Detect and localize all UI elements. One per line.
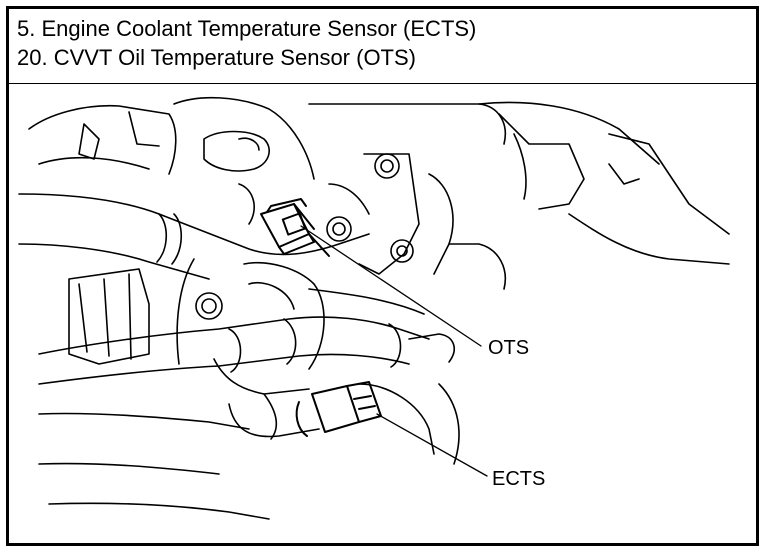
upper-housing xyxy=(28,96,315,180)
mount-bracket xyxy=(326,153,506,290)
right-housing xyxy=(308,101,730,265)
diagram-frame: 5. Engine Coolant Temperature Sensor (EC… xyxy=(6,6,759,546)
legend-header: 5. Engine Coolant Temperature Sensor (EC… xyxy=(9,9,756,84)
legend-line-ects: 5. Engine Coolant Temperature Sensor (EC… xyxy=(17,16,477,41)
callout-leaders xyxy=(300,225,488,477)
left-block xyxy=(68,258,325,370)
ects-sensor xyxy=(295,381,382,437)
ots-sensor xyxy=(260,198,330,257)
middle-pipes xyxy=(38,288,455,385)
lower-pipe xyxy=(38,358,460,520)
ects-callout-label: ECTS xyxy=(492,468,546,490)
legend-line-ots: 20. CVVT Oil Temperature Sensor (OTS) xyxy=(17,45,416,70)
engine-line-drawing xyxy=(18,96,730,520)
ots-callout-label: OTS xyxy=(488,337,530,359)
upper-pipe xyxy=(18,183,370,280)
